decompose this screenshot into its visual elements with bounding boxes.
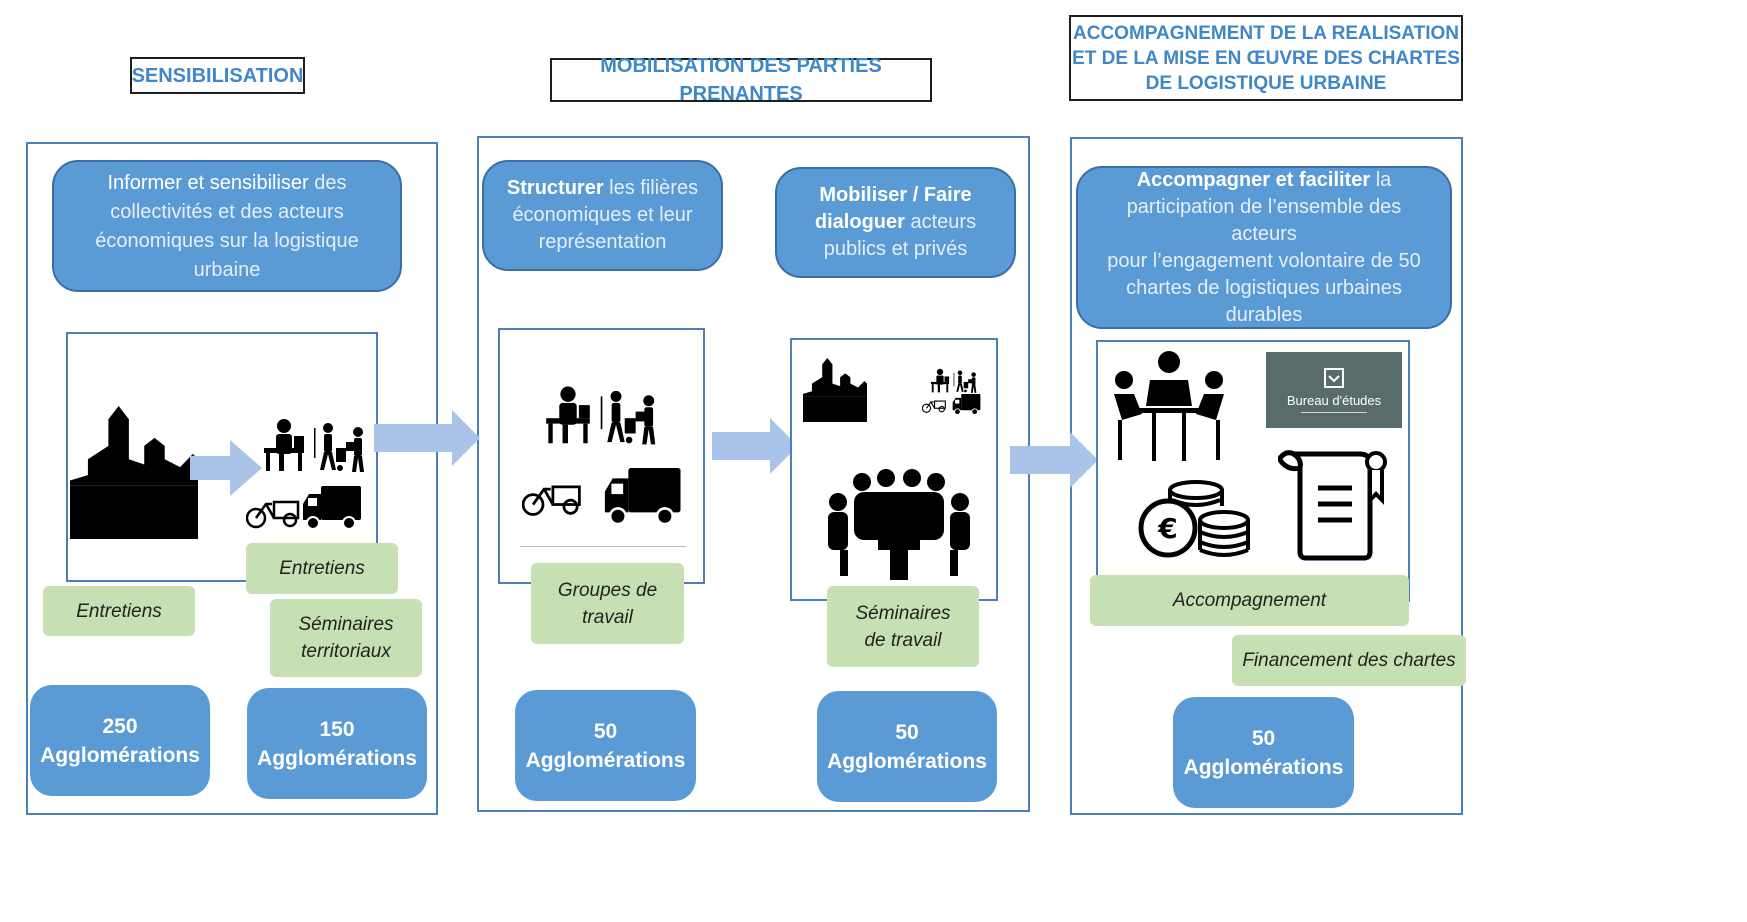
svg-text:€: € bbox=[1157, 512, 1177, 545]
stat-unit: Agglomérations bbox=[257, 746, 417, 770]
objective-informer-line3: économiques sur la logistique bbox=[95, 230, 359, 252]
stat-unit: Agglomérations bbox=[1183, 755, 1344, 779]
stat-50-a: 50 Agglomérations bbox=[515, 690, 696, 801]
stat-150: 150 Agglomérations bbox=[247, 688, 427, 799]
divider bbox=[520, 546, 686, 547]
title-mobilisation: MOBILISATION DES PARTIES PRENANTES bbox=[550, 55, 932, 105]
label-groupes-de-travail: Groupes de travail bbox=[531, 563, 684, 644]
objective-mobiliser-line3: publics et privés bbox=[823, 238, 968, 260]
objective-mobiliser-strong2: dialoguer bbox=[814, 211, 905, 233]
stat-50-c: 50 Agglomérations bbox=[1173, 697, 1354, 808]
cargo-bike-icon bbox=[522, 485, 581, 516]
stat-number: 50 bbox=[1251, 726, 1276, 750]
objective-accompagner-strong: Accompagner et faciliter bbox=[1136, 168, 1371, 191]
stat-unit: Agglomérations bbox=[827, 749, 987, 773]
label-seminaires-territoriaux: Séminaires territoriaux bbox=[270, 599, 422, 677]
label-seminaires-de-travail: Séminaires de travail bbox=[827, 586, 979, 667]
cargo-bike-icon bbox=[246, 500, 300, 529]
negotiation-icon bbox=[1114, 351, 1224, 461]
stat-number: 50 bbox=[895, 720, 919, 744]
objective-informer: Informer et sensibiliser des collectivit… bbox=[52, 160, 402, 292]
delivery-truck-icon bbox=[303, 486, 362, 530]
objective-accompagner-line4: chartes de logistiques urbaines bbox=[1126, 276, 1402, 299]
coins-euro-icon: € bbox=[1138, 480, 1250, 558]
illustration-box-3 bbox=[790, 338, 998, 601]
title-sensibilisation: SENSIBILISATION bbox=[130, 57, 305, 94]
arrow-right-icon bbox=[190, 440, 262, 496]
stat-number: 50 bbox=[593, 719, 618, 743]
label-entretiens-2: Entretiens bbox=[246, 543, 398, 594]
arrow-right-icon bbox=[712, 418, 798, 474]
objective-informer-line2: collectivités et des acteurs bbox=[110, 201, 344, 223]
objective-accompagner: Accompagner et faciliter la participatio… bbox=[1076, 166, 1452, 329]
title-accompagnement: ACCOMPAGNEMENT DE LA REALISATION ET DE L… bbox=[1069, 15, 1463, 101]
label-accompagnement: Accompagnement bbox=[1090, 575, 1409, 626]
delivery-workers-icon bbox=[930, 368, 977, 393]
objective-informer-strong: Informer et sensibiliser bbox=[107, 172, 309, 194]
objective-informer-line4: urbaine bbox=[193, 259, 261, 281]
objective-accompagner-line5: durables bbox=[1225, 303, 1303, 326]
objective-structurer-line2: économiques et leur bbox=[512, 204, 693, 226]
objective-mobiliser-strong1: Mobiliser / Faire bbox=[819, 184, 972, 206]
objective-structurer: Structurer les filières économiques et l… bbox=[482, 160, 723, 271]
illustration-box-4: Bureau d'études € bbox=[1096, 340, 1410, 602]
objective-mobiliser: Mobiliser / Faire dialoguer acteurs publ… bbox=[775, 167, 1016, 278]
city-skyline-icon bbox=[803, 358, 867, 422]
cargo-bike-icon bbox=[922, 400, 946, 413]
arrow-right-icon bbox=[1010, 432, 1098, 488]
arrow-right-icon bbox=[374, 410, 480, 466]
label-financement-chartes: Financement des chartes bbox=[1232, 635, 1466, 686]
objective-accompagner-line3: pour l’engagement volontaire de 50 bbox=[1107, 249, 1421, 272]
meeting-table-icon bbox=[828, 469, 970, 580]
objective-accompagner-rest: la bbox=[1370, 168, 1392, 191]
objective-accompagner-line2: participation de l’ensemble des acteurs bbox=[1126, 195, 1402, 245]
title-accompagnement-line1: ACCOMPAGNEMENT DE LA REALISATION bbox=[1073, 22, 1459, 44]
delivery-truck-icon bbox=[952, 394, 981, 416]
objective-structurer-strong: Structurer bbox=[506, 177, 604, 199]
bureau-etudes-card: Bureau d'études bbox=[1266, 352, 1402, 428]
label-entretiens-1: Entretiens bbox=[43, 586, 195, 636]
stat-unit: Agglomérations bbox=[525, 748, 686, 772]
bureau-etudes-label: Bureau d'études bbox=[1286, 393, 1382, 408]
stat-unit: Agglomérations bbox=[40, 743, 200, 767]
objective-structurer-line3: représentation bbox=[538, 231, 667, 253]
delivery-workers-icon bbox=[546, 386, 656, 445]
title-accompagnement-line2: ET DE LA MISE EN ŒUVRE DES CHARTES bbox=[1072, 47, 1460, 69]
divider bbox=[1301, 412, 1367, 413]
objective-structurer-rest: les filières bbox=[603, 177, 699, 199]
delivery-truck-icon bbox=[604, 468, 682, 526]
stat-250: 250 Agglomérations bbox=[30, 685, 210, 796]
stat-number: 150 bbox=[319, 717, 355, 741]
delivery-workers-icon bbox=[264, 419, 364, 472]
illustration-box-2 bbox=[498, 328, 705, 584]
title-accompagnement-line3: DE LOGISTIQUE URBAINE bbox=[1145, 72, 1387, 94]
objective-informer-rest: des bbox=[308, 172, 347, 194]
checkbox-icon bbox=[1324, 368, 1344, 388]
stat-number: 250 bbox=[102, 714, 138, 738]
objective-mobiliser-rest1: acteurs bbox=[904, 211, 977, 233]
certificate-scroll-icon bbox=[1278, 450, 1387, 561]
stat-50-b: 50 Agglomérations bbox=[817, 691, 997, 802]
